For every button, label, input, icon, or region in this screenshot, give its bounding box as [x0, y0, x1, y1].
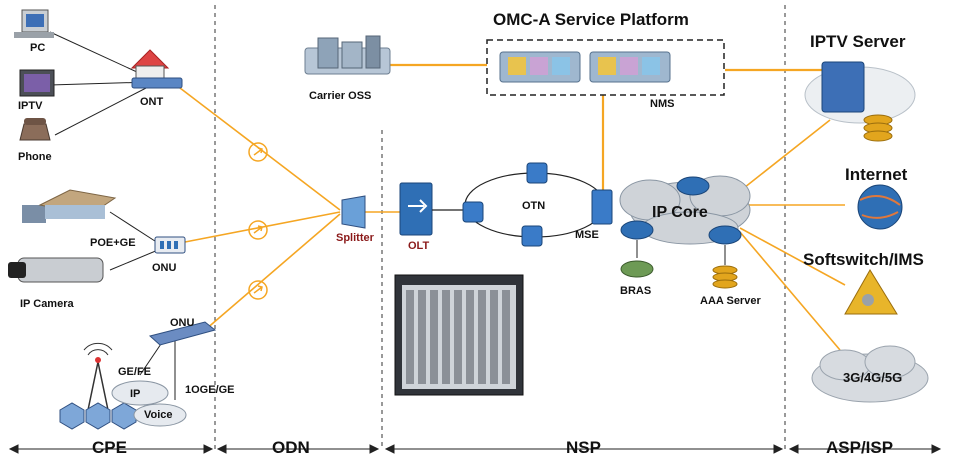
pc-icon	[14, 9, 54, 38]
ip-camera-icon	[8, 257, 104, 283]
nms-label: NMS	[650, 98, 675, 110]
iptv-server-label: IPTV Server	[810, 32, 906, 51]
omc-a-platform-box	[486, 39, 725, 96]
mobile-network-label: 3G/4G/5G	[843, 370, 903, 385]
carrier-oss-icon	[304, 35, 391, 75]
ip-core-label: IP Core	[652, 204, 708, 221]
onu-1-label: ONU	[152, 262, 177, 274]
mse-label: MSE	[575, 229, 599, 241]
carrier-oss-label: Carrier OSS	[309, 90, 372, 102]
onu-2-label: ONU	[170, 317, 195, 329]
onu-2-icon	[148, 321, 217, 346]
ont-icon	[130, 49, 183, 89]
aaa-server-icon	[712, 265, 738, 289]
omc-a-title: OMC-A Service Platform	[493, 10, 689, 29]
bras-label: BRAS	[620, 285, 652, 297]
onu-1-icon	[154, 236, 186, 254]
internet-label: Internet	[845, 165, 908, 184]
internet-globe-icon	[857, 184, 903, 230]
splitter-label: Splitter	[336, 232, 374, 244]
softswitch-icon	[844, 269, 898, 315]
otn-node-icons	[462, 162, 548, 247]
hex-coverage-cells	[59, 402, 137, 430]
mse-icon	[591, 189, 613, 225]
zone-nsp-label: NSP	[566, 438, 601, 457]
zone-axis	[8, 444, 942, 454]
iptv-icon	[19, 69, 55, 97]
softswitch-label: Softswitch/IMS	[803, 250, 924, 269]
uplink-label: 1OGE/GE	[185, 384, 235, 396]
iptv-server-icon	[804, 61, 916, 142]
service-clouds	[111, 380, 187, 427]
fiber-connectors	[248, 142, 268, 300]
splitter-icon	[341, 195, 366, 229]
buildings-icon	[22, 189, 117, 223]
nms-server-icon	[499, 51, 671, 83]
phone-label: Phone	[18, 151, 52, 163]
otn-label: OTN	[522, 200, 546, 212]
ip-camera-label: IP Camera	[20, 298, 74, 310]
zone-dividers	[214, 5, 786, 450]
ont-label: ONT	[140, 96, 164, 108]
core-router-icons	[620, 176, 742, 245]
iptv-label: IPTV	[18, 100, 43, 112]
zone-asp-isp-label: ASP/ISP	[826, 438, 894, 457]
olt-icon	[399, 182, 433, 236]
aaa-server-label: AAA Server	[700, 295, 761, 307]
chassis-icon	[394, 274, 524, 396]
bras-icon	[620, 260, 654, 278]
zone-cpe-label: CPE	[92, 438, 127, 457]
radio-tower-icon	[83, 342, 113, 411]
phone-icon	[19, 118, 51, 141]
poe-ge-label: POE+GE	[90, 237, 136, 249]
pc-label: PC	[30, 42, 46, 54]
zone-odn-label: ODN	[272, 438, 310, 457]
olt-label: OLT	[408, 240, 430, 252]
ip-label: IP	[130, 388, 141, 400]
cpe-links	[49, 31, 176, 400]
mobile-network-cloud	[811, 345, 929, 403]
ge-fe-label: GE/FE	[118, 366, 152, 378]
voice-label: Voice	[144, 409, 173, 421]
